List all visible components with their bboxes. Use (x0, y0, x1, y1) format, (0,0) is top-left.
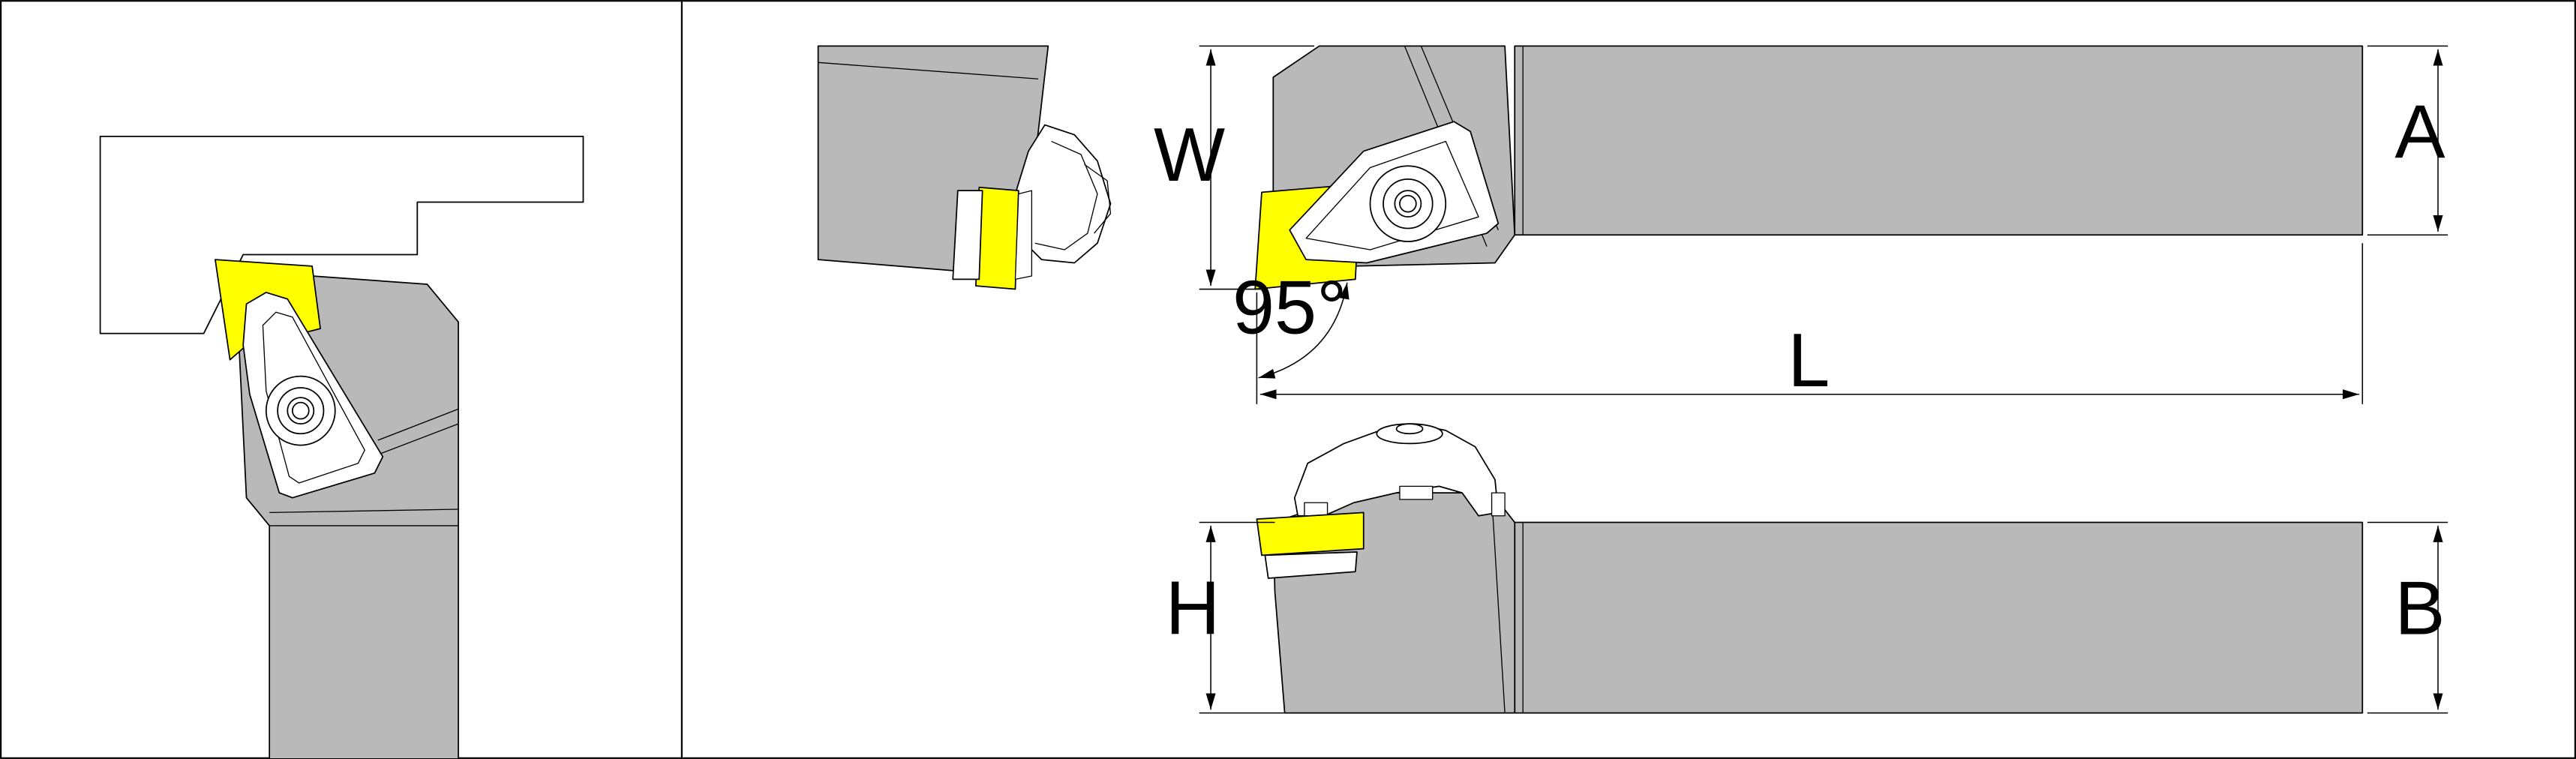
dim-l-label: L (1788, 319, 1830, 403)
end-view (817, 45, 1112, 290)
insert-side (1256, 512, 1365, 556)
shank-side (1514, 521, 2364, 714)
dim-angle-label: 95° (1232, 266, 1347, 350)
shank-top (1514, 45, 2364, 236)
dim-h-label: H (1166, 566, 1220, 650)
dim-w-label: W (1154, 113, 1225, 197)
end-view-clamp (1014, 124, 1112, 264)
application-view (99, 135, 584, 759)
top-view (1254, 45, 2364, 290)
dimension-lines (1199, 45, 2448, 714)
side-view (1256, 423, 2364, 714)
dim-b-label: B (2394, 566, 2445, 650)
dim-a-label: A (2394, 90, 2445, 174)
angle-arc (1258, 282, 1350, 379)
